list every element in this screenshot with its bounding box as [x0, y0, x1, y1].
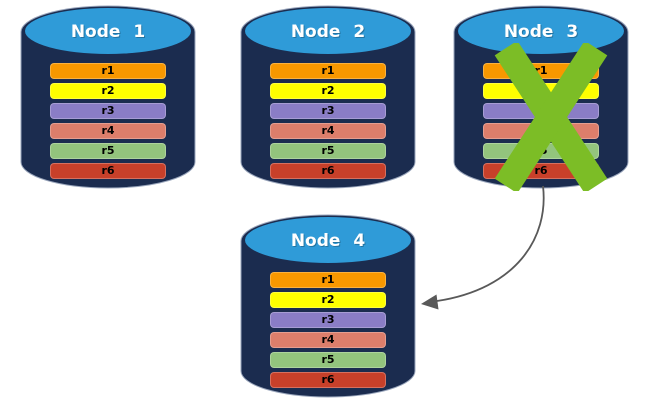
node-title: Node 1	[70, 22, 146, 42]
node-title: Node 4	[290, 231, 366, 251]
replica-row-r3: r3	[50, 103, 166, 119]
replica-row-r4: r4	[50, 123, 166, 139]
replica-rows: r1 r2 r3 r4 r5 r6	[50, 63, 166, 179]
replica-row-r5: r5	[270, 143, 386, 159]
replica-row-r2: r2	[50, 83, 166, 99]
replica-row-r2: r2	[270, 292, 386, 308]
replica-row-r1: r1	[270, 63, 386, 79]
node-title: Node 3	[503, 22, 579, 42]
failure-x-icon	[494, 43, 608, 191]
replica-row-r1: r1	[270, 272, 386, 288]
replica-row-r1: r1	[50, 63, 166, 79]
replica-row-r3: r3	[270, 312, 386, 328]
replica-row-r4: r4	[270, 123, 386, 139]
replica-row-r6: r6	[270, 372, 386, 388]
replica-row-r4: r4	[270, 332, 386, 348]
replica-rows: r1 r2 r3 r4 r5 r6	[270, 63, 386, 179]
arrowhead-icon	[421, 294, 439, 310]
replica-row-r5: r5	[50, 143, 166, 159]
replica-row-r3: r3	[270, 103, 386, 119]
node-title: Node 2	[290, 22, 366, 42]
node-3-failed: Node 3 r1 r2 r3 r4 r5 r6	[453, 5, 629, 191]
node-1: Node 1 r1 r2 r3 r4 r5 r6	[20, 5, 196, 189]
node-4: Node 4 r1 r2 r3 r4 r5 r6	[240, 214, 416, 398]
replica-row-r5: r5	[270, 352, 386, 368]
replica-row-r6: r6	[270, 163, 386, 179]
replica-row-r2: r2	[270, 83, 386, 99]
node-2: Node 2 r1 r2 r3 r4 r5 r6	[240, 5, 416, 189]
replica-rows: r1 r2 r3 r4 r5 r6	[270, 272, 386, 388]
replica-row-r6: r6	[50, 163, 166, 179]
